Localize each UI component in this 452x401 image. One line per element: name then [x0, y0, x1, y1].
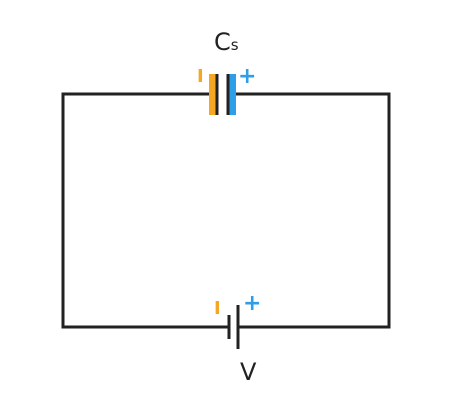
capacitor-positive-sign: +: [238, 64, 256, 89]
wire-top-right: [234, 92, 391, 329]
capacitor-cs: [209, 74, 236, 115]
wire-top-left: [61, 92, 230, 329]
circuit-wires: [61, 92, 391, 329]
capacitor-positive-charge: [229, 74, 236, 115]
battery-negative-sign: I: [214, 298, 221, 319]
battery-label: V: [240, 358, 257, 386]
capacitor-negative-charge: [209, 74, 216, 115]
battery-v: [227, 305, 240, 349]
capacitor-label: Cs: [214, 28, 239, 56]
capacitor-label-main: C: [214, 28, 231, 56]
capacitor-negative-sign: I: [197, 66, 204, 87]
battery-positive-sign: +: [243, 291, 261, 316]
capacitor-label-subscript: s: [231, 36, 239, 54]
